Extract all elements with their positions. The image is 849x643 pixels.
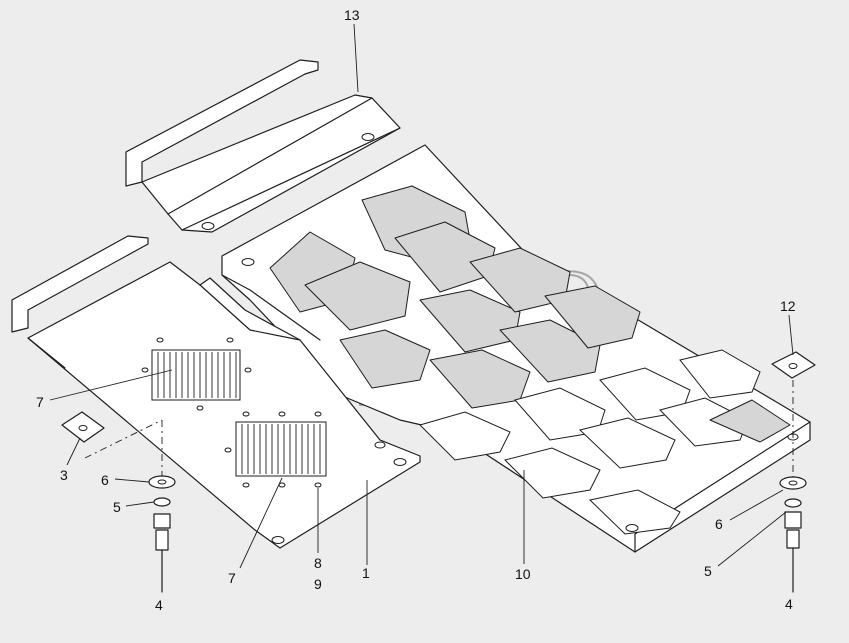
callout-3: 3 <box>60 467 68 483</box>
callout-6-left: 6 <box>101 472 109 488</box>
callout-7-upper: 7 <box>36 394 44 410</box>
leader-lines <box>49 23 794 569</box>
callout-13: 13 <box>344 7 360 23</box>
bracket-strip-13 <box>125 59 401 233</box>
clip-plate-12 <box>771 351 816 379</box>
floor-panel-1 <box>11 235 421 549</box>
callout-6-right: 6 <box>715 516 723 532</box>
callout-1: 1 <box>362 565 370 581</box>
fastener-stack-right <box>779 380 807 593</box>
callout-4-left: 4 <box>155 597 163 613</box>
ribbed-floor-pan-10 <box>221 144 811 553</box>
callout-7-lower: 7 <box>228 570 236 586</box>
corrugated-pad-lower <box>224 411 327 488</box>
callout-10: 10 <box>515 566 531 582</box>
fastener-stack-left <box>84 419 176 593</box>
callouts: 13 12 7 3 6 5 4 7 8 9 1 10 6 5 4 <box>36 7 796 613</box>
callout-4-right: 4 <box>785 596 793 612</box>
clip-plate-3 <box>61 411 105 443</box>
callout-5-right: 5 <box>704 563 712 579</box>
callout-12: 12 <box>780 298 796 314</box>
callout-9: 9 <box>314 576 322 592</box>
callout-5-left: 5 <box>113 499 121 515</box>
corrugated-pad-upper <box>141 337 252 411</box>
callout-8: 8 <box>314 555 322 571</box>
